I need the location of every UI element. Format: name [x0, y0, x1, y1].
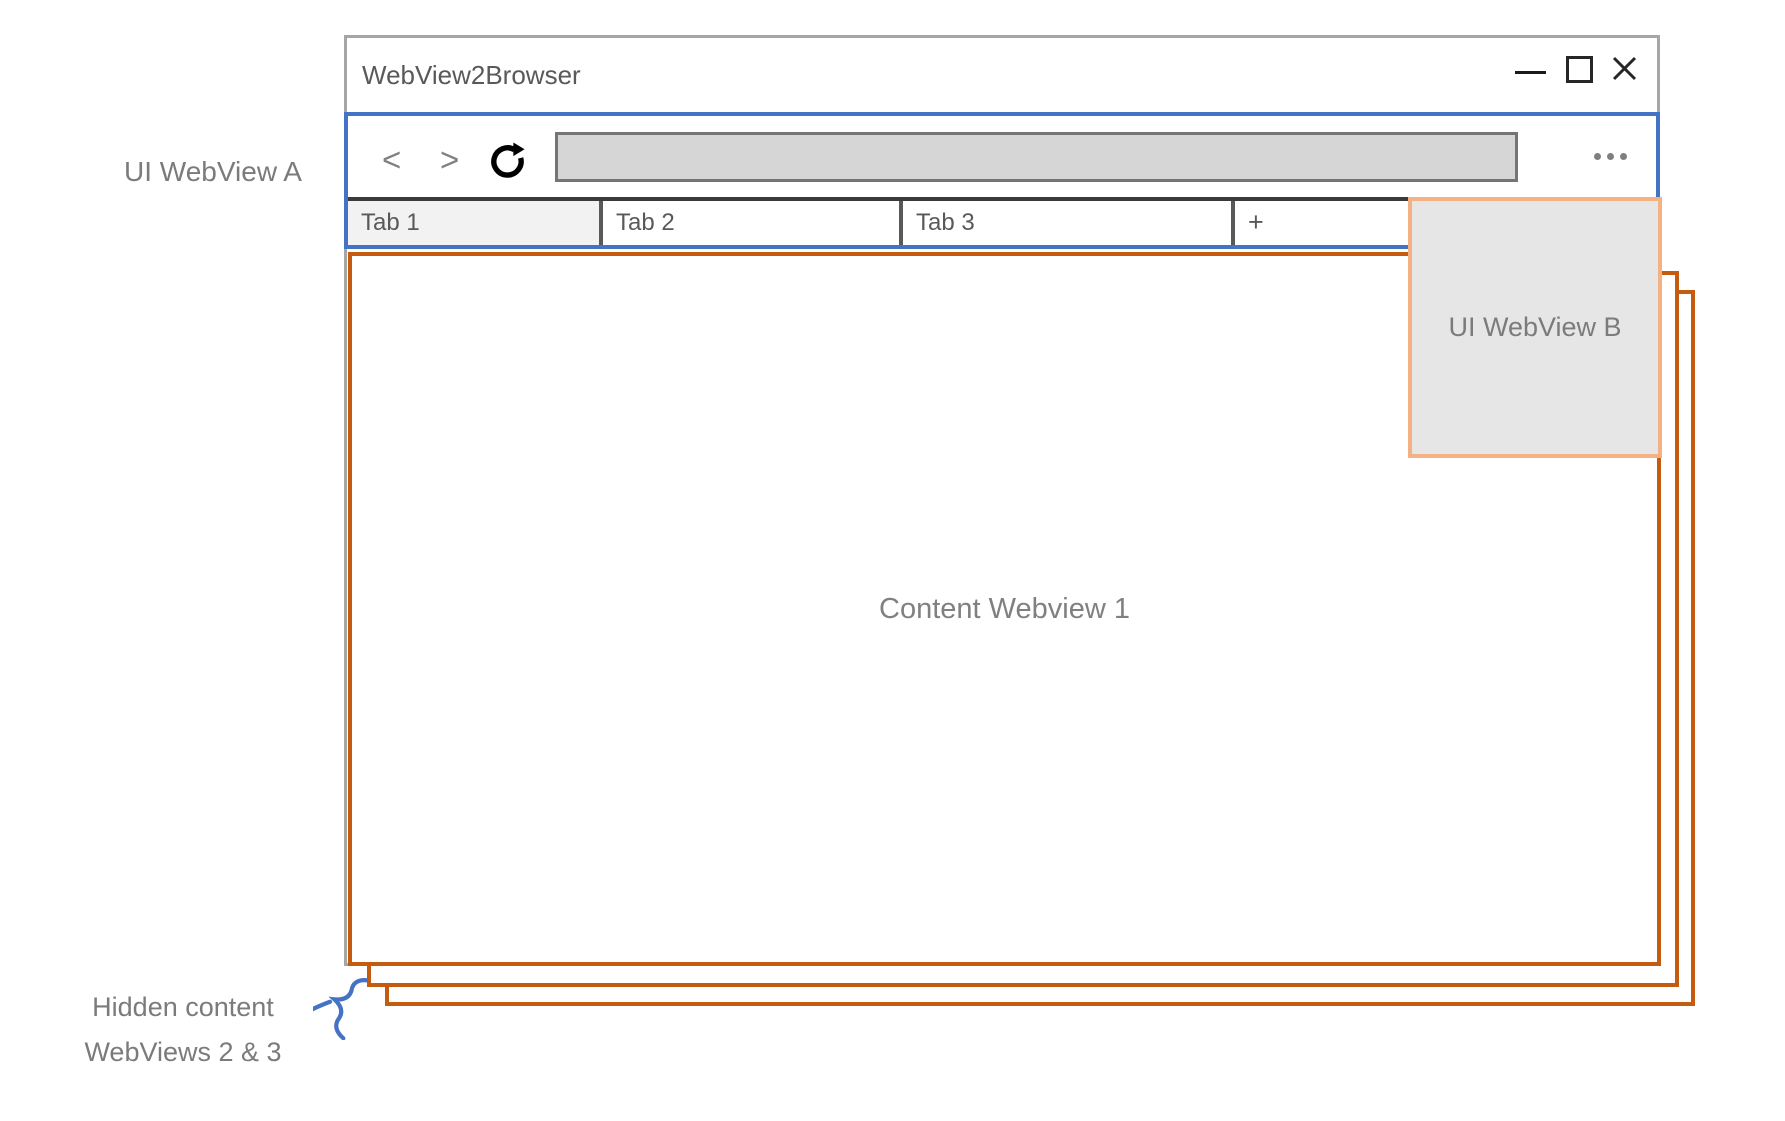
- ui-webview-a-frame: < > Tab 1 Tab 2 Tab 3 +: [344, 112, 1660, 249]
- title-bar: WebView2Browser: [347, 38, 1657, 112]
- ui-webview-b-label: UI WebView B: [1448, 312, 1622, 342]
- hidden-webviews-label: Hidden content WebViews 2 & 3: [50, 985, 316, 1075]
- close-icon[interactable]: [1610, 54, 1639, 83]
- ui-webview-b-frame: UI WebView B: [1408, 197, 1662, 458]
- tab-separator: [1231, 201, 1235, 245]
- dot: [1607, 153, 1614, 160]
- hidden-webviews-label-line2: WebViews 2 & 3: [84, 1037, 282, 1067]
- refresh-icon[interactable]: [488, 140, 527, 179]
- tab-separator: [599, 201, 603, 245]
- hidden-webviews-label-line1: Hidden content: [92, 992, 274, 1022]
- tab-2[interactable]: Tab 2: [603, 201, 899, 245]
- maximize-icon[interactable]: [1566, 56, 1593, 83]
- window-title: WebView2Browser: [362, 60, 581, 90]
- new-tab-button[interactable]: +: [1248, 207, 1264, 237]
- dot: [1594, 153, 1601, 160]
- tab-3[interactable]: Tab 3: [903, 201, 1231, 245]
- dot: [1620, 153, 1627, 160]
- more-menu-icon[interactable]: [1594, 153, 1627, 160]
- ui-webview-a-label: UI WebView A: [124, 156, 302, 187]
- tab-1[interactable]: Tab 1: [348, 201, 599, 245]
- content-webview-1-label: Content Webview 1: [879, 592, 1130, 625]
- forward-button[interactable]: >: [440, 141, 460, 178]
- tab-separator: [899, 201, 903, 245]
- back-button[interactable]: <: [382, 141, 402, 178]
- address-bar-input[interactable]: [555, 132, 1518, 182]
- minimize-icon[interactable]: [1515, 71, 1546, 74]
- brace-icon: [313, 978, 368, 1040]
